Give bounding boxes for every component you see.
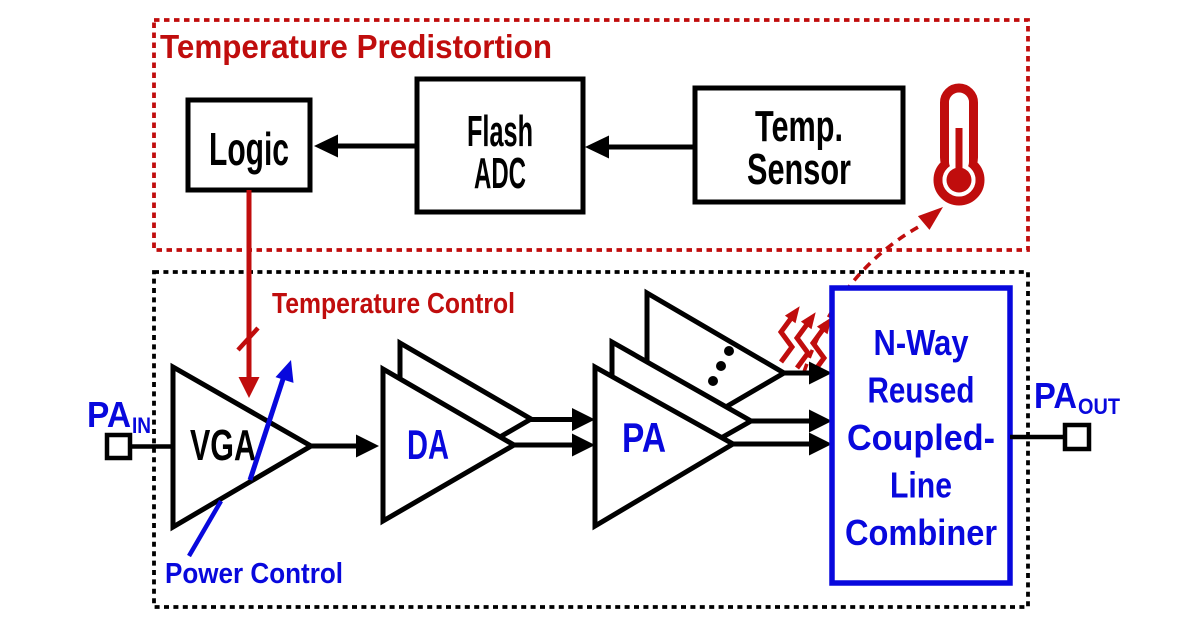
heat-arrow-3 [809, 317, 832, 375]
pa-out-port [1062, 422, 1092, 452]
heat-arrow-2 [793, 312, 816, 370]
arrow-pa-to-combiner-middle [751, 409, 832, 433]
gain-control-arrow [247, 360, 294, 481]
arrowhead-up-right-icon [917, 207, 943, 230]
temp-sensor-label-line2: Sensor [747, 145, 851, 194]
thermometer-icon [933, 83, 985, 206]
arrowhead-right-icon [356, 434, 379, 458]
temperature-predistortion-box [152, 18, 1030, 252]
vga-label: VGA [190, 421, 256, 470]
pa-in-label: PA [87, 394, 131, 435]
pa-out-subscript: OUT [1078, 394, 1120, 419]
power-control-label: Power Control [165, 558, 343, 590]
temperature-control-label: Temperature Control [272, 288, 515, 320]
arrow-pa-to-combiner-bottom [733, 432, 832, 456]
pa-amplifier-front [592, 362, 739, 531]
arrowhead-down-icon [238, 377, 260, 398]
logic-block [185, 97, 313, 193]
combiner-label-line2: Reused [868, 370, 975, 411]
vga-amplifier [170, 362, 316, 532]
temp-sensor-block [692, 85, 906, 205]
arrow-da-to-pa-bottom [514, 433, 595, 457]
pa-in-port [104, 432, 133, 461]
flash-adc-block [414, 76, 586, 215]
arrow-da-to-pa-top [531, 408, 595, 431]
arrowhead-right-icon [572, 433, 595, 457]
pa-label: PA [622, 414, 666, 461]
combiner-label-line5: Combiner [845, 512, 997, 553]
arrowhead-right-icon [572, 408, 595, 431]
flash-adc-label-line2: ADC [474, 149, 526, 198]
arrow-sensor-to-adc [585, 135, 695, 159]
flash-adc-label-line1: Flash [467, 107, 533, 156]
pa-out-label: PA [1034, 375, 1077, 416]
temp-sensor-label-line1: Temp. [755, 102, 843, 151]
arrowhead-left-icon [314, 134, 338, 158]
arrowhead-right-icon [809, 432, 832, 456]
power-control-leader [187, 499, 223, 558]
combiner-label-line1: N-Way [874, 322, 969, 363]
arrowhead-left-icon [585, 135, 609, 159]
pa-in-subscript: IN [132, 413, 151, 438]
amplifier-chain-box [152, 270, 1030, 609]
combiner-block [829, 285, 1013, 586]
combiner-label-line4: Line [890, 465, 952, 506]
arrowhead-right-icon [809, 361, 832, 385]
logic-label: Logic [209, 123, 289, 175]
arrow-pa-to-combiner-top [784, 361, 832, 385]
arrow-adc-to-logic [314, 134, 417, 158]
temperature-control-arrow [236, 190, 260, 398]
bus-slash [236, 326, 260, 352]
da-amplifier-front [380, 364, 519, 526]
combiner-label-line3: Coupled- [847, 417, 995, 458]
da-label: DA [407, 421, 449, 468]
heat-arrow-1 [777, 306, 800, 364]
ellipsis-dots-icon [708, 346, 734, 386]
arrow-vga-to-da [311, 434, 379, 458]
arrowhead-up-icon [275, 360, 294, 383]
predistortion-title: Temperature Predistortion [160, 28, 552, 65]
arrowhead-right-icon [809, 409, 832, 433]
